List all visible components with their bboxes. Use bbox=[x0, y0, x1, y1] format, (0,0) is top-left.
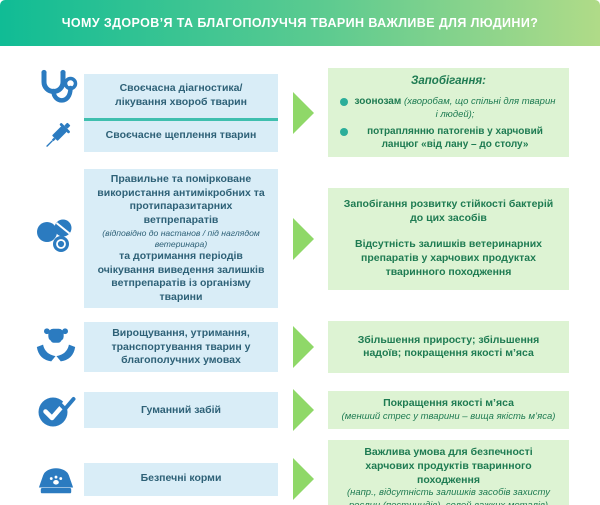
food-safety-text: Важлива умова для безпечності харчових п… bbox=[364, 446, 533, 486]
antimicrobial-note-text: (відповідно до настанов / під наглядом в… bbox=[102, 227, 260, 249]
box-antimicrobial-use: Правильне та помірковане використання ан… bbox=[84, 169, 278, 309]
section-welfare-conditions: Вирощування, утримання, транспортування … bbox=[0, 321, 600, 374]
box-resistance-prevention: Запобігання розвитку стійкості бактерій … bbox=[328, 187, 569, 290]
arrow-cell-1 bbox=[278, 91, 328, 134]
bullet-zoonoses-note: (хворобам, що спільні для тварин і людей… bbox=[404, 96, 556, 121]
animal-care-icon bbox=[28, 325, 84, 369]
section-safe-feed: Безпечні корми Важлива умова для безпечн… bbox=[0, 440, 600, 505]
arrow-right-icon bbox=[292, 326, 314, 369]
check-circle-icon bbox=[28, 390, 84, 430]
prevention-title: Запобігання: bbox=[410, 75, 487, 88]
left-box-wrap-5: Безпечні корми bbox=[84, 462, 278, 496]
box-safe-feed: Безпечні корми bbox=[84, 462, 278, 496]
food-safety-note: (напр., відсутність залишків засобів зах… bbox=[347, 487, 550, 505]
box-humane-slaughter: Гуманний забій bbox=[84, 392, 278, 429]
header-banner: ЧОМУ ЗДОРОВ’Я ТА БЛАГОПОЛУЧЧЯ ТВАРИН ВАЖ… bbox=[0, 0, 600, 46]
box-food-safety-condition: Важлива умова для безпечності харчових п… bbox=[328, 440, 569, 505]
arrow-cell-5 bbox=[278, 458, 328, 501]
box-prevention: Запобігання: зоонозам (хворобам, що спіл… bbox=[328, 68, 569, 157]
box-productivity-gains: Збільшення приросту; збільшення надоїв; … bbox=[328, 321, 569, 374]
stethoscope-icon bbox=[33, 68, 79, 114]
arrow-right-icon bbox=[292, 458, 314, 501]
pills-icon bbox=[28, 216, 84, 262]
bullet-zoonoses: зоонозам (хворобам, що спільні для твари… bbox=[340, 95, 557, 122]
meat-quality-text: Покращення якості м’яса bbox=[383, 397, 514, 410]
box-meat-quality: Покращення якості м’яса (менший стрес у … bbox=[328, 391, 569, 430]
page-title: ЧОМУ ЗДОРОВ’Я ТА БЛАГОПОЛУЧЧЯ ТВАРИН ВАЖ… bbox=[61, 16, 539, 30]
bullet-pathogens-text: потраплянню патогенів у харчовий ланцюг … bbox=[367, 125, 543, 150]
box-timely-vaccination: Своєчасне щеплення тварин bbox=[84, 120, 278, 152]
bullet-dot-icon bbox=[340, 98, 348, 107]
antimicrobial-main-text: Правильне та помірковане використання ан… bbox=[97, 173, 265, 226]
section-antimicrobials: Правильне та помірковане використання ан… bbox=[0, 169, 600, 309]
arrow-cell-4 bbox=[278, 389, 328, 432]
arrow-cell-3 bbox=[278, 326, 328, 369]
arrow-cell-2 bbox=[278, 217, 328, 260]
arrow-right-icon bbox=[292, 217, 314, 260]
feed-bowl-icon bbox=[28, 460, 84, 498]
box-timely-diagnostics: Своєчасна діагностика/ лікування хвороб … bbox=[84, 73, 278, 118]
no-residues-text: Відсутність залишків ветеринарних препар… bbox=[354, 238, 543, 278]
syringe-icon bbox=[36, 117, 76, 157]
bullet-zoonoses-term: зоонозам bbox=[354, 96, 405, 108]
section-diagnostics: Своєчасна діагностика/ лікування хвороб … bbox=[0, 68, 600, 157]
resistance-text: Запобігання розвитку стійкості бактерій … bbox=[343, 198, 554, 224]
arrow-right-icon bbox=[292, 91, 314, 134]
meat-quality-note: (менший стрес у тварини – вища якість м’… bbox=[341, 411, 556, 423]
section-humane-slaughter: Гуманний забій Покращення якості м’яса (… bbox=[0, 389, 600, 432]
arrow-right-icon bbox=[292, 389, 314, 432]
bullet-pathogens: потраплянню патогенів у харчовий ланцюг … bbox=[340, 125, 557, 151]
icon-column-1 bbox=[28, 68, 84, 157]
antimicrobial-tail-text: та дотримання періодів очікування виведе… bbox=[97, 249, 265, 303]
left-box-stack-1: Своєчасна діагностика/ лікування хвороб … bbox=[84, 73, 278, 152]
box-rearing-conditions: Вирощування, утримання, транспортування … bbox=[84, 322, 278, 373]
teal-divider bbox=[84, 117, 278, 121]
bullet-dot-icon bbox=[340, 127, 348, 136]
